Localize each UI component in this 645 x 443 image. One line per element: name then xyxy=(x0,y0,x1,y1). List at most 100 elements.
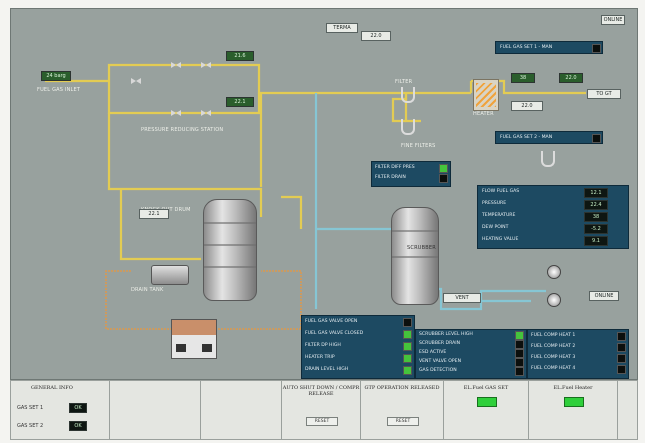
heater-tag: 22.0 xyxy=(511,101,543,111)
drum-level-tag: 22.1 xyxy=(139,209,169,219)
setpoint-2-panel[interactable]: FUEL GAS SET 2 - MAN xyxy=(495,131,603,144)
bottom-info-bar: GENERAL INFO GAS SET 1 OK GAS SET 2 OK A… xyxy=(10,380,638,440)
status-label: DRAIN LEVEL HIGH xyxy=(305,367,349,372)
setpoint-1-indicator xyxy=(592,44,601,53)
status-indicator xyxy=(617,354,626,363)
setpoint-1-panel[interactable]: FUEL GAS SET 1 - MAN xyxy=(495,41,603,54)
auto-shutdown-reset-button[interactable]: RESET xyxy=(306,417,338,426)
status-indicator xyxy=(515,331,524,340)
title-tag: TERMA xyxy=(326,23,358,33)
process-graphic: TERMA 22.0 ONLINE 24 barg FUEL GAS INLET… xyxy=(10,8,638,380)
gtp-operation-title: GTP OPERATION RELEASED xyxy=(364,385,440,391)
scrubber-label: SCRUBBER xyxy=(407,245,436,251)
inlet-pressure-value: 24 barg xyxy=(41,71,71,81)
status-panel-mid: SCRUBBER LEVEL HIGH SCRUBBER DRAIN ESD A… xyxy=(415,329,527,379)
pressure-valve-1-icon[interactable] xyxy=(171,62,181,68)
inlet-label: FUEL GAS INLET xyxy=(37,87,81,93)
gas-data-label: FLOW FUEL GAS xyxy=(482,189,520,194)
auto-shutdown-title: AUTO SHUT DOWN / COMPR RELEASE xyxy=(282,385,360,397)
gas-data-label: PRESSURE xyxy=(482,201,507,206)
status-label: VENT VALVE OPEN xyxy=(419,359,462,364)
status-label: FUEL GAS VALVE CLOSED xyxy=(305,331,364,336)
status-indicator xyxy=(515,367,524,376)
status-indicator xyxy=(515,340,524,349)
gtp-operation-cell: GTP OPERATION RELEASED RESET xyxy=(361,381,444,439)
vent-valve-2-icon[interactable] xyxy=(547,293,561,307)
filter-status-label: FILTER DIFF PRES xyxy=(375,165,415,170)
setpoint-2-label: FUEL GAS SET 2 - MAN xyxy=(500,135,553,140)
status-indicator xyxy=(403,354,412,363)
status-label: SCRUBBER DRAIN xyxy=(419,341,461,346)
filter-status-panel: FILTER DIFF PRES FILTER DRAIN xyxy=(371,161,451,187)
vent-tag[interactable]: VENT xyxy=(443,293,481,303)
gas-data-label: TEMPERATURE xyxy=(482,213,516,218)
status-label: HEATER TRIP xyxy=(305,355,335,360)
drain-tank[interactable] xyxy=(171,319,217,359)
gtp-operation-reset-button[interactable]: RESET xyxy=(387,417,419,426)
fuel-gas-set-indicator xyxy=(477,397,497,407)
status-label: ESD ACTIVE xyxy=(419,350,447,355)
drain-pump-b-icon xyxy=(202,344,212,352)
status-label: FUEL COMP HEAT 2 xyxy=(531,344,576,349)
status-panel-left: FUEL GAS VALVE OPEN FUEL GAS VALVE CLOSE… xyxy=(301,315,415,379)
status-indicator xyxy=(403,330,412,339)
knock-out-drum[interactable] xyxy=(203,199,257,301)
filter-status-label: FILTER DRAIN xyxy=(375,175,406,180)
vent-valve-1-icon[interactable] xyxy=(547,265,561,279)
fuel-gas-set-title: EL.Fuel GAS SET xyxy=(463,385,509,391)
drain-pump-a-icon xyxy=(176,344,186,352)
drain-pump-icon[interactable] xyxy=(151,265,189,285)
pressure-valve-4-icon[interactable] xyxy=(201,110,211,116)
status-panel-right: FUEL COMP HEAT 1 FUEL COMP HEAT 2 FUEL C… xyxy=(527,329,629,379)
fuel-gas-set-cell: EL.Fuel GAS SET xyxy=(444,381,529,439)
title-value-tag: 22.0 xyxy=(361,31,391,41)
heater[interactable] xyxy=(473,79,499,111)
status-label: FUEL COMP HEAT 3 xyxy=(531,355,576,360)
status-label: FILTER DP HIGH xyxy=(305,343,341,348)
filter-2-icon xyxy=(401,119,415,135)
gas-data-value: 9.1 xyxy=(584,236,608,246)
setpoint-2-indicator xyxy=(592,134,601,143)
heater-temp-value: 38 xyxy=(511,73,535,83)
info-1-label: GAS SET 1 xyxy=(17,405,44,411)
pressure-reducing-station-label: PRESSURE REDUCING STATION xyxy=(141,127,224,133)
status-indicator xyxy=(403,342,412,351)
auto-shutdown-cell: AUTO SHUT DOWN / COMPR RELEASE RESET xyxy=(282,381,361,439)
general-info-title: GENERAL INFO xyxy=(31,385,73,391)
heater-label: HEATER xyxy=(473,111,494,117)
filter-1-icon xyxy=(401,87,415,103)
info-2-value: OK xyxy=(69,421,87,431)
general-info-cell: GENERAL INFO GAS SET 1 OK GAS SET 2 OK xyxy=(11,381,110,439)
fuel-heater-indicator xyxy=(564,397,584,407)
info-2-label: GAS SET 2 xyxy=(17,423,44,429)
status-indicator xyxy=(403,366,412,375)
pressure-valve-2-icon[interactable] xyxy=(201,62,211,68)
status-indicator xyxy=(403,318,412,327)
vent-status-tag: ONLINE xyxy=(589,291,619,301)
setpoint-1-label: FUEL GAS SET 1 - MAN xyxy=(500,45,553,50)
gas-outlet-tag[interactable]: TO GT xyxy=(587,89,621,99)
fine-filters-label: FINE FILTERS xyxy=(401,143,436,149)
pressure-mid-value: 22.1 xyxy=(226,97,254,107)
drain-trap-icon xyxy=(541,151,555,167)
heater-coil-icon xyxy=(476,83,496,107)
gas-data-value: 38 xyxy=(584,212,608,222)
status-indicator xyxy=(515,358,524,367)
status-indicator xyxy=(515,349,524,358)
pressure-top-value: 21.6 xyxy=(226,51,254,61)
filter-status-indicator xyxy=(439,164,448,173)
heater-out-value: 22.0 xyxy=(559,73,583,83)
filter-status-indicator xyxy=(439,174,448,183)
inlet-valve-icon[interactable] xyxy=(131,78,141,84)
status-indicator xyxy=(617,365,626,374)
gas-data-value: 12.1 xyxy=(584,188,608,198)
gas-data-value: 22.4 xyxy=(584,200,608,210)
status-label: FUEL COMP HEAT 4 xyxy=(531,366,576,371)
fuel-heater-title: EL.Fuel Heater xyxy=(553,385,593,391)
filter-label: FILTER xyxy=(395,79,413,85)
pressure-valve-3-icon[interactable] xyxy=(171,110,181,116)
drain-tank-label: DRAIN TANK xyxy=(131,287,164,293)
status-label: FUEL COMP HEAT 1 xyxy=(531,333,576,338)
scrubber-vessel[interactable] xyxy=(391,207,439,305)
